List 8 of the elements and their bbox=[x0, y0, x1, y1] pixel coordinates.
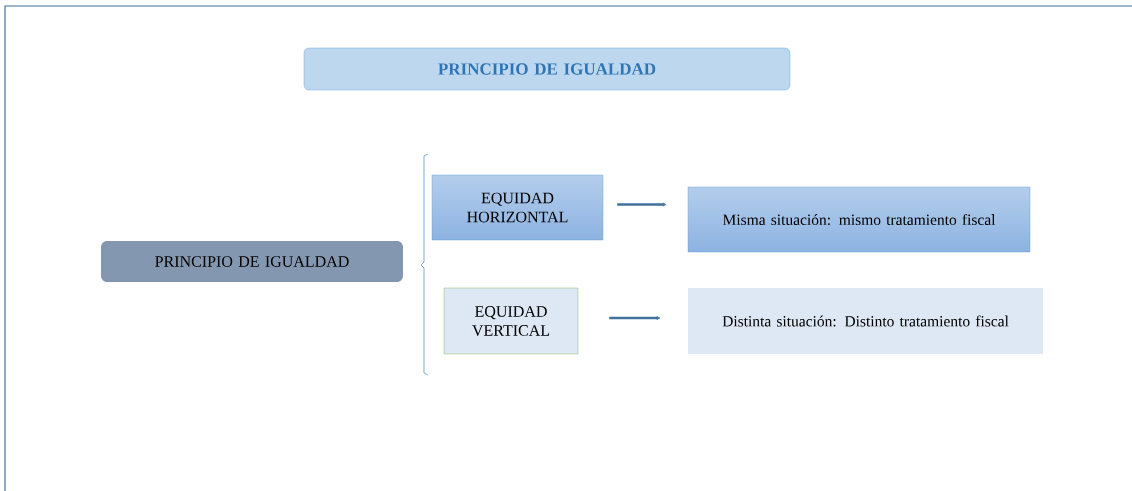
result-box: Misma situación: mismo tratamiento fiscal bbox=[687, 186, 1031, 253]
category-box: EQUIDAD VERTICAL bbox=[443, 287, 579, 355]
title-box: PRINCIPIO DE IGUALDAD bbox=[303, 47, 791, 91]
arrow bbox=[617, 202, 667, 207]
category-box: EQUIDAD HORIZONTAL bbox=[431, 174, 604, 241]
concept-box: PRINCIPIO DE IGUALDAD bbox=[101, 241, 403, 282]
arrow bbox=[609, 316, 661, 320]
result-box: Distinta situación: Distinto tratamiento fiscal bbox=[688, 288, 1043, 354]
